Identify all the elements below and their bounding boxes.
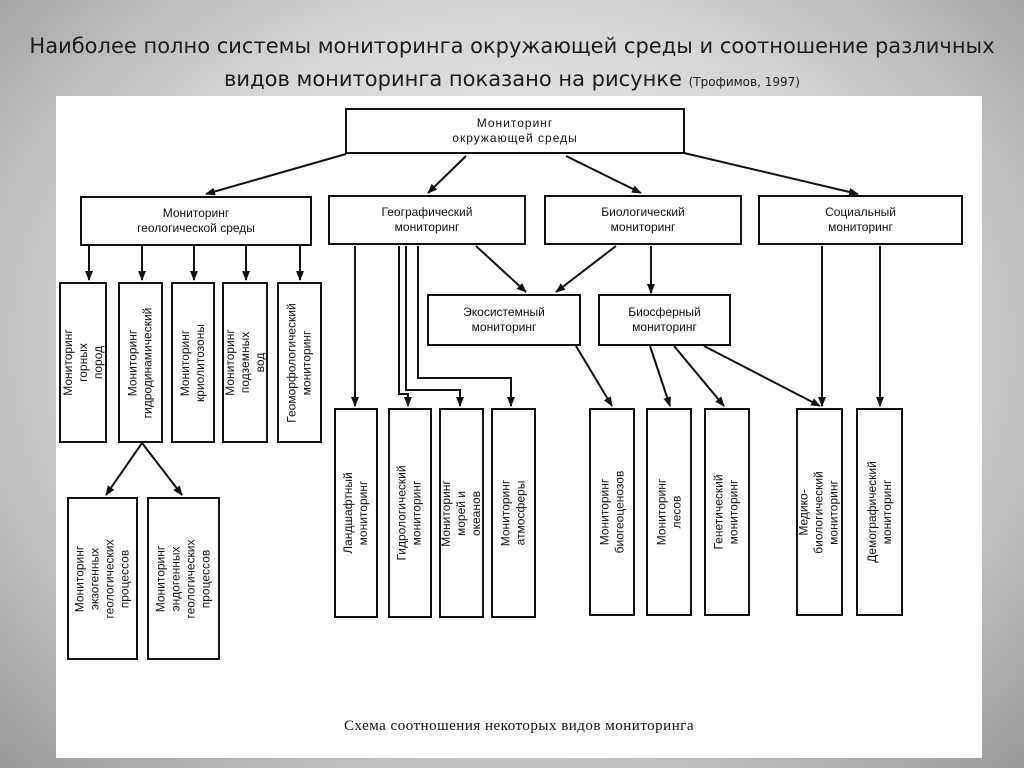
box-rocks: Мониторинг горных пород	[59, 282, 107, 443]
box-hydrological-label: Гидрологический мониторинг	[395, 465, 424, 561]
edge-geog-eco	[475, 245, 527, 293]
edge-hydro-endo	[141, 442, 183, 496]
slide-title-text: Наиболее полно системы мониторинга окруж…	[29, 34, 995, 91]
box-biocenoses-label: Мониторинг биогеоценозов	[597, 470, 626, 554]
box-forests: Мониторинг лесов	[646, 408, 692, 616]
box-geomorphological-label: Геоморфологический мониторинг	[284, 302, 314, 423]
edge-root-social	[683, 152, 859, 196]
edge-geog-atmosphere	[417, 246, 515, 407]
box-endogenous-label: Мониторинг эндогенных геологических проц…	[153, 539, 213, 618]
box-biosphere: Биосферный мониторинг	[598, 294, 731, 346]
box-geological: Мониторинг геологической среды	[80, 196, 312, 246]
box-rocks-label: Мониторинг горных пород	[60, 329, 105, 396]
connector-lines	[85, 152, 884, 496]
box-landscape-label: Ландшафтный мониторинг	[341, 472, 371, 554]
edge-bios-medbio	[703, 345, 821, 407]
box-geomorphological: Геоморфологический мониторинг	[277, 282, 322, 443]
edge-bio-eco	[555, 245, 617, 293]
box-seas: Мониторинг морей и океанов	[439, 408, 484, 618]
box-hydrological: Гидрологический мониторинг	[388, 408, 432, 618]
edge-bios-forests	[649, 345, 671, 407]
diagram-panel: Мониторинг окружающей среды Мониторинг г…	[56, 96, 982, 758]
box-environment-monitoring: Мониторинг окружающей среды	[345, 108, 685, 154]
box-forests-label: Мониторинг лесов	[654, 478, 683, 546]
box-hydrodynamic: Мониторинг гидродинамический	[118, 282, 163, 443]
box-geographic: Географический мониторинг	[328, 195, 526, 245]
slide-title: Наиболее полно системы мониторинга окруж…	[20, 30, 1004, 99]
box-groundwater-label: Мониторинг подземных вод	[222, 329, 267, 396]
box-ecosystem: Экосистемный мониторинг	[427, 294, 581, 346]
box-genetic: Генетический мониторинг	[704, 408, 750, 616]
box-hydrodynamic-label: Мониторинг гидродинамический	[125, 307, 155, 418]
box-exogenous-label: Мониторинг экзогенных геологических проц…	[72, 539, 132, 618]
box-cryolithozone: Мониторинг криолитозоны	[171, 282, 215, 443]
edge-geog-hydrological	[398, 246, 412, 407]
box-groundwater: Мониторинг подземных вод	[222, 282, 268, 443]
edge-root-biological	[565, 155, 642, 194]
box-endogenous: Мониторинг эндогенных геологических проц…	[147, 497, 220, 660]
edge-hydro-exo	[105, 442, 143, 496]
edge-eco-biocenoses	[575, 345, 613, 407]
edge-geog-seas	[405, 246, 464, 407]
box-social: Социальный мониторинг	[758, 195, 963, 245]
edge-root-geographic	[427, 155, 467, 194]
box-landscape: Ландшафтный мониторинг	[334, 408, 378, 618]
box-demographic: Демографический мониторинг	[856, 408, 903, 616]
box-cryolithozone-label: Мониторинг криолитозоны	[178, 323, 207, 402]
box-atmosphere-label: Мониторинг атмосферы	[498, 479, 528, 547]
edge-bios-genetic	[673, 345, 725, 407]
diagram-caption: Схема соотношения некоторых видов монито…	[343, 718, 695, 734]
box-demographic-label: Демографический мониторинг	[864, 461, 894, 563]
box-medico-biological: Медико-биологический мониторинг	[796, 408, 843, 616]
box-atmosphere: Мониторинг атмосферы	[491, 408, 536, 618]
edge-root-geological	[205, 153, 347, 196]
box-seas-label: Мониторинг морей и океанов	[439, 479, 483, 547]
box-medico-biological-label: Медико-биологический мониторинг	[797, 470, 842, 554]
box-biological: Биологический мониторинг	[544, 195, 742, 245]
citation: (Трофимов, 1997)	[688, 75, 800, 89]
box-genetic-label: Генетический мониторинг	[712, 474, 741, 550]
box-biocenoses: Мониторинг биогеоценозов	[589, 408, 635, 616]
box-exogenous: Мониторинг экзогенных геологических проц…	[67, 497, 138, 660]
